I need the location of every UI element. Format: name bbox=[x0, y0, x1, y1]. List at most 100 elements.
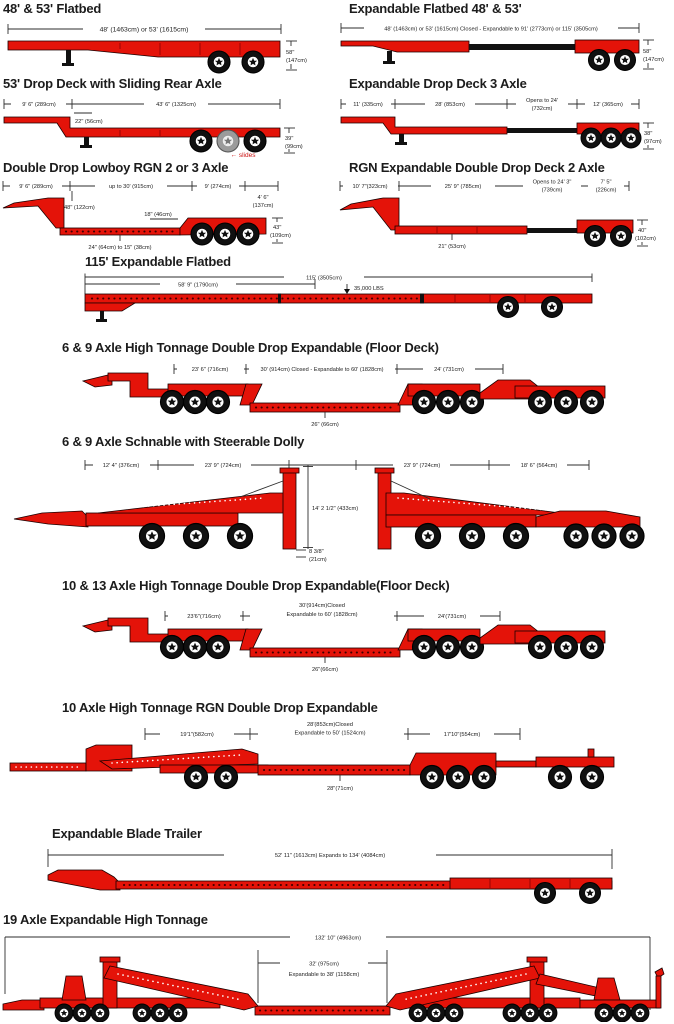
ten-axle-well2-label: Expandable to 50' (1524cm) bbox=[295, 731, 366, 737]
exp-flatbed-length-label: 48' (1463cm) or 53' (1615cm) Closed - Ex… bbox=[384, 27, 598, 33]
schnable-title: 6 & 9 Axle Schnable with Steerable Dolly bbox=[62, 434, 305, 449]
exp-dd-opens-label: Opens to 24' bbox=[526, 98, 558, 104]
ten-thirteen-rear-label: 24'(731cm) bbox=[438, 614, 466, 620]
weight-arrow-icon bbox=[344, 289, 350, 294]
wheel bbox=[241, 50, 265, 74]
exp-dd-rear-label: 12' (365cm) bbox=[593, 102, 623, 108]
rgn2-rear-cm-label: (226cm) bbox=[596, 188, 617, 194]
wheel bbox=[243, 129, 267, 153]
schnable-right-boom bbox=[385, 492, 577, 516]
flatbed115-closed-label: 58' 9" (1790cm) bbox=[178, 283, 218, 289]
schnable-gap-label: 8 3/8" bbox=[309, 549, 324, 555]
exp-dd-body bbox=[340, 116, 508, 135]
landing-gear bbox=[84, 137, 89, 146]
ten-axle-well1-label: 28'(853cm)Closed bbox=[307, 722, 353, 728]
wheel bbox=[630, 1003, 650, 1022]
six-nine-front-label: 23' 6" (716cm) bbox=[192, 367, 229, 373]
landing-gear bbox=[100, 311, 104, 320]
wheel bbox=[226, 522, 254, 550]
wheel bbox=[540, 295, 564, 319]
schnable-diagram: 12' 4" (376cm) 23' 9" (724cm) 23' 9" (72… bbox=[13, 459, 645, 563]
ten-thirteen-title: 10 & 13 Axle High Tonnage Double Drop Ex… bbox=[62, 578, 450, 593]
six-nine-title: 6 & 9 Axle High Tonnage Double Drop Expa… bbox=[62, 340, 439, 355]
schnable-height-label: 14' 2 1/2" (433cm) bbox=[312, 506, 358, 512]
wheel bbox=[445, 764, 471, 790]
exp-drop-deck-title: Expandable Drop Deck 3 Axle bbox=[349, 76, 527, 91]
lowboy-tail-cm-label: (137cm) bbox=[253, 203, 274, 209]
flatbed-title: 48' & 53' Flatbed bbox=[3, 1, 102, 16]
drop-deck-height-label: 39" bbox=[285, 136, 293, 142]
section-six-nine: 6 & 9 Axle High Tonnage Double Drop Expa… bbox=[0, 340, 674, 431]
wheel bbox=[183, 764, 209, 790]
blade-length-label: 52' 11" (1613cm) Expands to 134' (4084cm… bbox=[275, 853, 385, 859]
six-nine-flip-neck bbox=[107, 372, 171, 398]
wheel bbox=[609, 224, 633, 248]
flatbed115-total-label: 115' (3505cm) bbox=[306, 276, 342, 282]
wheel bbox=[182, 389, 208, 415]
wheel bbox=[579, 389, 605, 415]
wheel bbox=[578, 881, 602, 905]
section-blade: Expandable Blade Trailer 52' 11" (1613cm… bbox=[0, 826, 674, 909]
lowboy-rear-label: 9' (274cm) bbox=[205, 184, 232, 190]
ten-thirteen-deck-height-label: 26"(66cm) bbox=[312, 667, 338, 673]
wheel bbox=[612, 1003, 632, 1022]
schnable-left-tower bbox=[282, 470, 297, 550]
schnable-d4-label: 18' 6" (564cm) bbox=[521, 463, 558, 469]
extension-rail bbox=[507, 128, 577, 133]
landing-gear bbox=[399, 134, 404, 143]
ta-booster bbox=[535, 756, 615, 768]
rgn2-well-label: 25' 9" (785cm) bbox=[445, 184, 482, 190]
nineteen-total-label: 132' 10" (4963cm) bbox=[315, 936, 361, 942]
nineteen-expand-label: Expandable to 38' (1158cm) bbox=[289, 972, 360, 978]
section-flatbed: 48' & 53' Flatbed 48' (1463cm) or 53' (1… bbox=[0, 0, 337, 74]
lowboy-diagram: 9' 6" (289cm) up to 30' (915cm) 9' (274c… bbox=[2, 180, 291, 251]
wheel bbox=[600, 127, 622, 149]
rgn2-diagram: 10' 7"(323cm) 25' 9" (785cm) Opens to 24… bbox=[339, 176, 656, 250]
wheel bbox=[458, 522, 486, 550]
flatbed-height-cm-label: (147cm) bbox=[286, 58, 307, 64]
ten-axle-deck-height-label: 28"(71cm) bbox=[327, 786, 353, 792]
schnable-d2-label: 23' 9" (724cm) bbox=[205, 463, 242, 469]
flatbed-body bbox=[7, 40, 281, 58]
ten-thirteen-diagram: 23'6"(716cm) 30'(914cm)Closed Expandable… bbox=[81, 599, 606, 673]
section-exp-drop-deck: Expandable Drop Deck 3 Axle 11' (335cm) … bbox=[337, 76, 674, 159]
tt-front-tip bbox=[81, 618, 113, 633]
rgn2-opens-cm-label: (739cm) bbox=[542, 188, 563, 194]
flatbed115-diagram: 115' (3505cm) 58' 9" (1790cm) 35,000 LBS bbox=[84, 273, 593, 322]
wheel bbox=[613, 48, 637, 72]
schnable-d3-label: 23' 9" (724cm) bbox=[404, 463, 441, 469]
drop-deck-diagram: 9' 6" (289cm) 43' 6" (1325cm) 22" (56cm)… bbox=[3, 98, 303, 159]
extension-rail bbox=[469, 44, 575, 50]
lowboy-neck-label: 48" (122cm) bbox=[64, 205, 95, 211]
lowboy-clearance-label: 24" (64cm) to 15" (38cm) bbox=[88, 245, 151, 251]
exp-dd-height-cm-label: (97cm) bbox=[644, 139, 662, 145]
wheel bbox=[189, 129, 213, 153]
lowboy-front-label: 9' 6" (289cm) bbox=[19, 184, 53, 190]
sliding-axle-wheel bbox=[216, 129, 240, 153]
section-lowboy: Double Drop Lowboy RGN 2 or 3 Axle 9' 6"… bbox=[0, 160, 337, 254]
wheel bbox=[579, 634, 605, 660]
wheel bbox=[563, 523, 589, 549]
rgn2-title: RGN Expandable Double Drop Deck 2 Axle bbox=[349, 160, 605, 175]
wheel bbox=[553, 634, 579, 660]
nineteen-left-small-tower bbox=[61, 975, 87, 1001]
exp-dd-opens-cm-label: (732cm) bbox=[532, 106, 553, 112]
schnable-gap-cm-label: (21cm) bbox=[309, 557, 327, 563]
nineteen-diagram: 132' 10" (4963cm) 32' (975cm) Expandable… bbox=[2, 931, 665, 1022]
wheel bbox=[90, 1003, 110, 1022]
wheel bbox=[213, 222, 237, 246]
ten-thirteen-well2-label: Expandable to 60' (1828cm) bbox=[287, 612, 358, 618]
section-ten-thirteen: 10 & 13 Axle High Tonnage Double Drop Ex… bbox=[0, 578, 674, 675]
flatbed-height-label: 58" bbox=[286, 50, 294, 56]
wheel bbox=[580, 127, 602, 149]
wheel bbox=[444, 1003, 464, 1022]
wheel bbox=[471, 764, 497, 790]
rgn2-height-label: 40" bbox=[638, 228, 646, 234]
ten-axle-rear-label: 17'10"(554cm) bbox=[444, 732, 481, 738]
six-nine-diagram: 23' 6" (716cm) 30' (914cm) Closed - Expa… bbox=[81, 363, 606, 428]
wheel bbox=[587, 48, 611, 72]
wheel bbox=[411, 389, 437, 415]
schnable-dolly bbox=[535, 510, 641, 528]
schnable-left-tip bbox=[13, 510, 89, 528]
wheel bbox=[533, 881, 557, 905]
